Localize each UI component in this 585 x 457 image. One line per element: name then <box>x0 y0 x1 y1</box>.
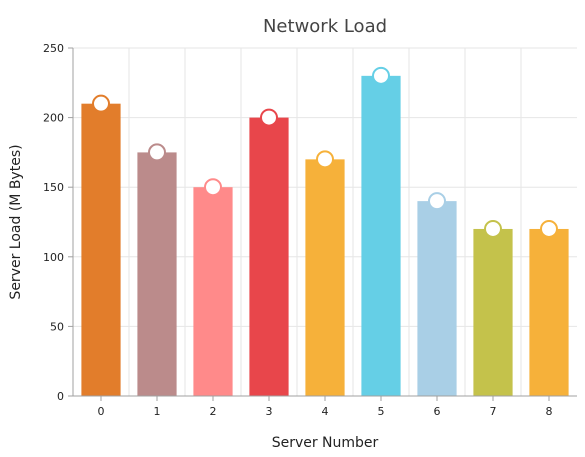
y-tick-label: 250 <box>43 42 64 55</box>
markers <box>92 66 558 238</box>
marker-1[interactable] <box>148 143 166 162</box>
y-tick-label: 50 <box>50 320 64 333</box>
bars <box>81 75 569 397</box>
y-tick-label: 200 <box>43 112 64 125</box>
x-tick-label: 3 <box>266 405 273 418</box>
bar-0[interactable] <box>81 103 121 397</box>
bar-3[interactable] <box>249 117 289 396</box>
y-axis-label: Server Load (M Bytes) <box>8 144 24 299</box>
chart-title: Network Load <box>263 16 387 37</box>
x-tick-label: 0 <box>98 405 105 418</box>
y-tick-label: 150 <box>43 181 64 194</box>
marker-5[interactable] <box>372 66 390 85</box>
y-tick-labels: 0 50 100 150 200 250 <box>43 42 64 403</box>
bar-7[interactable] <box>473 228 513 396</box>
x-tick-label: 6 <box>434 405 441 418</box>
x-tick-label: 5 <box>378 405 385 418</box>
x-tick-label: 1 <box>154 405 161 418</box>
bar-2[interactable] <box>193 187 233 396</box>
y-tick-label: 100 <box>43 251 64 264</box>
axes <box>68 47 577 401</box>
bar-4[interactable] <box>305 159 345 396</box>
marker-7[interactable] <box>484 219 502 238</box>
x-tick-label: 2 <box>210 405 217 418</box>
marker-2[interactable] <box>204 178 222 197</box>
x-tick-labels: 0 1 2 3 4 5 6 7 8 <box>98 405 553 418</box>
marker-8[interactable] <box>540 219 558 238</box>
x-tick-label: 4 <box>322 405 329 418</box>
y-tick-label: 0 <box>57 390 64 403</box>
marker-0[interactable] <box>92 94 110 113</box>
x-tick-label: 8 <box>546 405 553 418</box>
bar-1[interactable] <box>137 152 177 396</box>
x-axis-label: Server Number <box>272 435 379 451</box>
marker-4[interactable] <box>316 150 334 169</box>
bar-8[interactable] <box>529 228 569 396</box>
marker-3[interactable] <box>260 108 278 127</box>
x-tick-label: 7 <box>490 405 497 418</box>
bar-6[interactable] <box>417 201 457 396</box>
bar-5[interactable] <box>361 75 401 396</box>
marker-6[interactable] <box>428 192 446 211</box>
